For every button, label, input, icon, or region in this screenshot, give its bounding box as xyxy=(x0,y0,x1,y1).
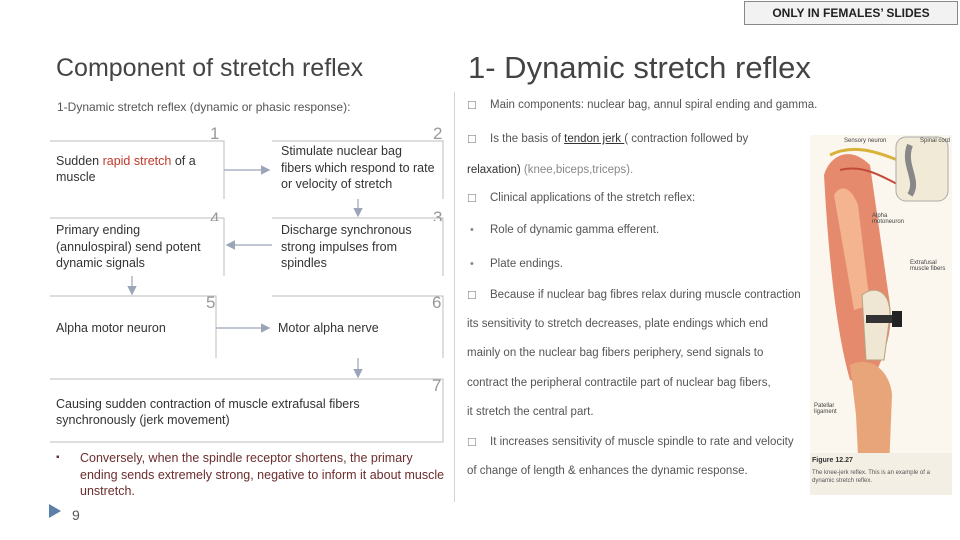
flow-box-3: Discharge synchronous strong impulses fr… xyxy=(275,221,441,273)
right-line-12: of change of length & enhances the dynam… xyxy=(467,465,748,477)
bullet-4-icon: • xyxy=(470,224,474,236)
examples-text: (knee,biceps,triceps). xyxy=(520,164,634,176)
tendon-jerk-text: tendon jerk xyxy=(564,133,625,145)
right-bullet-5: Plate endings. xyxy=(490,258,563,270)
flow-box-1-highlight: rapid stretch xyxy=(102,153,172,168)
label-alpha-motoneuron: Alpha motoneuron xyxy=(872,213,905,225)
flow-box-2: Stimulate nuclear bag fibers which respo… xyxy=(275,142,441,194)
flow-box-5: Alpha motor neuron xyxy=(50,318,214,338)
right-title: 1- Dynamic stretch reflex xyxy=(468,50,811,85)
flow-box-4: Primary ending (annulospiral) send poten… xyxy=(50,221,220,273)
bullet-2-icon: ☐ xyxy=(467,134,477,146)
flow-connectors xyxy=(50,140,444,443)
slide-marker-icon xyxy=(49,504,61,518)
bullet-11-icon: ☐ xyxy=(467,437,477,449)
step-number-7: 7 xyxy=(432,376,442,395)
right-line-7: its sensitivity to stretch decreases, pl… xyxy=(467,318,769,330)
right-bullet-4: Role of dynamic gamma efferent. xyxy=(490,224,660,236)
step-number-6: 6 xyxy=(432,293,442,312)
relaxation-text: relaxation) xyxy=(467,164,521,176)
bullet-5-icon: • xyxy=(470,258,474,270)
flow-box-1: Sudden rapid stretch of a muscle xyxy=(50,146,220,192)
right-line-9: contract the peripheral contractile part… xyxy=(467,377,771,389)
left-title: Component of stretch reflex xyxy=(56,54,364,82)
page-number: 9 xyxy=(72,507,80,523)
flow-box-7: Causing sudden contraction of muscle ext… xyxy=(50,394,430,430)
right-bullet-2-pre: Is the basis of xyxy=(490,133,565,145)
right-line-10: it stretch the central part. xyxy=(467,406,594,418)
label-patellar: Patellar ligament xyxy=(814,403,837,415)
right-bullet-11: It increases sensitivity of muscle spind… xyxy=(490,436,794,448)
females-slides-badge: ONLY IN FEMALES’ SLIDES xyxy=(744,1,958,25)
flow-box-1-post: of a muscle xyxy=(56,153,196,185)
bullet-6-icon: ☐ xyxy=(467,290,477,302)
right-bullet-2-cont: relaxation) (knee,biceps,triceps). xyxy=(467,164,633,176)
label-extrafusal: Extrafusal muscle fibers xyxy=(910,260,946,272)
knee-jerk-figure: Sensory neuron Spinal cord Alpha motoneu… xyxy=(810,135,952,495)
column-divider xyxy=(454,92,455,502)
flow-box-1-text: Sudden rapid stretch of a muscle xyxy=(56,153,214,186)
bullet-3-icon: ☐ xyxy=(467,193,477,205)
flow-box-6: Motor alpha nerve xyxy=(272,318,438,338)
step-number-2: 2 xyxy=(433,124,443,143)
step-number-1: 1 xyxy=(210,124,220,143)
step-number-5: 5 xyxy=(206,293,216,312)
right-bullet-3: Clinical applications of the stretch ref… xyxy=(490,192,696,204)
right-bullet-2-post: ( contraction followed by xyxy=(624,133,749,145)
right-line-8: mainly on the nuclear bag fibers periphe… xyxy=(467,347,764,359)
bullet-1-icon: ☐ xyxy=(467,100,477,112)
right-bullet-1: Main components: nuclear bag, annul spir… xyxy=(490,99,818,111)
figure-caption: The knee-jerk reflex. This is an example… xyxy=(812,470,930,484)
right-bullet-2: Is the basis of tendon jerk ( contractio… xyxy=(490,133,748,145)
step-number-3: 3 xyxy=(433,208,443,227)
label-spinal-cord: Spinal cord xyxy=(920,138,951,144)
flow-box-1-pre: Sudden xyxy=(56,153,103,168)
right-bullet-6: Because if nuclear bag fibres relax duri… xyxy=(490,289,801,301)
figure-number: Figure 12.27 xyxy=(812,457,853,464)
bottom-note: Conversely, when the spindle receptor sh… xyxy=(80,451,445,498)
label-sensory-neuron: Sensory neuron xyxy=(844,138,887,144)
knee-jerk-illustration xyxy=(810,135,952,495)
step-number-4: 4 xyxy=(210,209,220,228)
subtitle: 1-Dynamic stretch reflex (dynamic or pha… xyxy=(57,100,351,114)
note-bullet: ▪ xyxy=(56,452,60,463)
